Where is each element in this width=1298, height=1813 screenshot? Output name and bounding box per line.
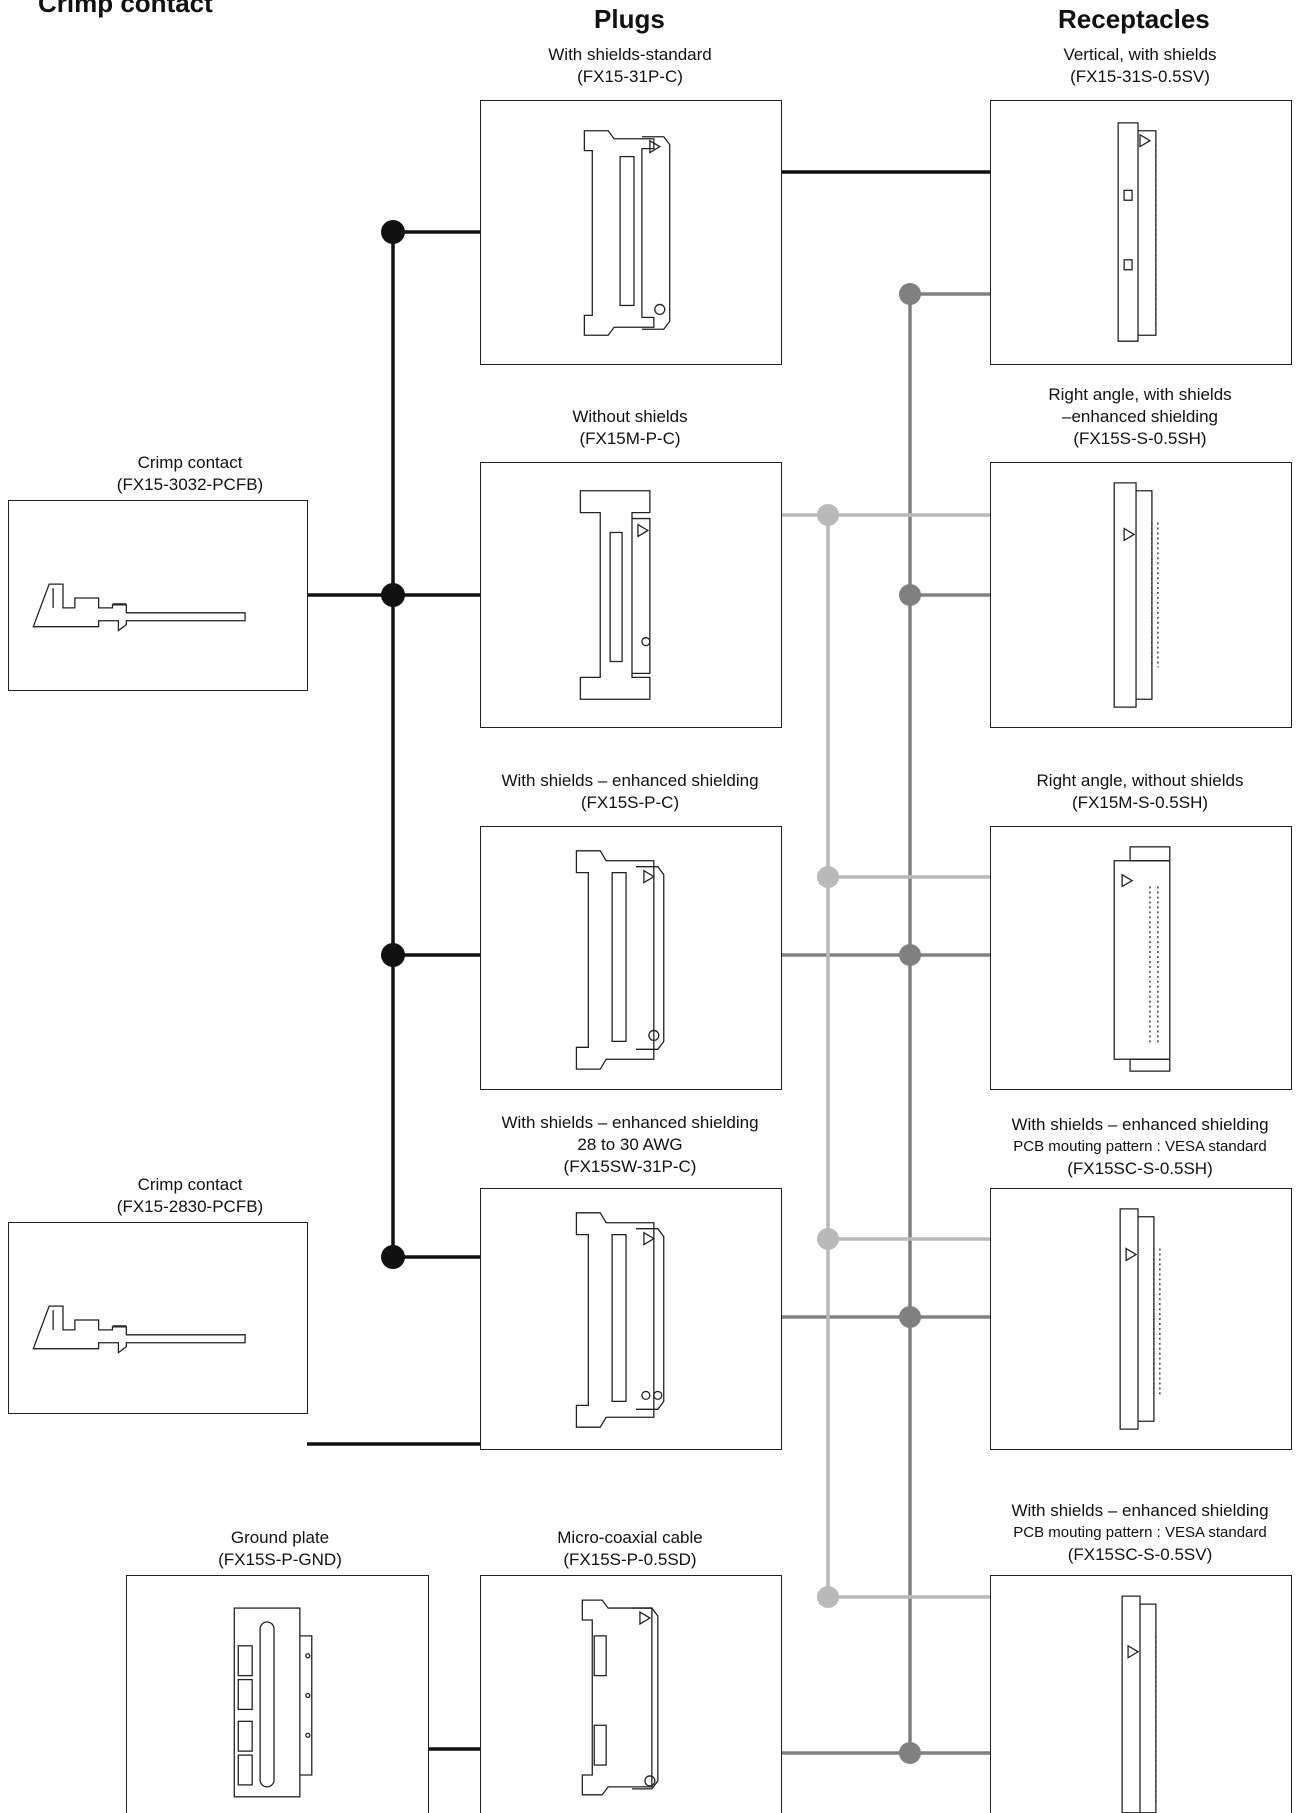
- receptacle-5-label: With shields – enhanced shielding PCB mo…: [1011, 1501, 1269, 1564]
- receptacle-4-label: With shields – enhanced shielding PCB mo…: [1011, 1115, 1269, 1178]
- plug-2-label: Without shields (FX15M-P-C): [572, 407, 688, 448]
- plug-4-label: With shields – enhanced shielding 28 to …: [501, 1113, 759, 1176]
- plug-3-label: With shields – enhanced shielding (FX15S…: [501, 771, 759, 812]
- crimp-contact-2-box: [8, 1222, 308, 1414]
- receptacle-4-box: [990, 1188, 1292, 1450]
- lgray-junction-4: [817, 1586, 839, 1608]
- black-junction-1: [381, 220, 405, 244]
- receptacle-3-label: Right angle, without shields (FX15M-S-0.…: [1036, 771, 1244, 812]
- heading-receptacles: Receptacles: [1058, 4, 1210, 34]
- dgray-junction-4: [899, 1306, 921, 1328]
- crimp-contact-1-label: Crimp contact (FX15-3032-PCFB): [116, 453, 264, 494]
- receptacle-2-label: Right angle, with shields –enhanced shie…: [1048, 385, 1232, 448]
- light-gray-bus: [782, 513, 990, 1599]
- receptacle-1-label: Vertical, with shields (FX15-31S-0.5SV): [1063, 45, 1217, 86]
- receptacle-drawing: [1117, 122, 1157, 342]
- receptacle-5-box: [990, 1575, 1292, 1813]
- receptacle-drawing: [1113, 482, 1159, 708]
- ground-plate-drawing: [233, 1607, 313, 1798]
- receptacle-2-box: [990, 462, 1292, 728]
- dgray-junction-3: [899, 944, 921, 966]
- heading-crimp-contact: Crimp contact: [38, 0, 213, 18]
- crimp-contact-drawing: [32, 583, 246, 632]
- lgray-junction-1: [817, 504, 839, 526]
- plug-drawing: [575, 850, 665, 1070]
- plug-4-box: [480, 1188, 782, 1450]
- black-junction-3: [381, 943, 405, 967]
- lgray-junction-3: [817, 1228, 839, 1250]
- plug-2-box: [480, 462, 782, 728]
- crimp-contact-1-box: [8, 500, 308, 691]
- plug-drawing: [583, 130, 671, 336]
- crimp-contact-drawing: [32, 1305, 246, 1354]
- plug-drawing: [579, 490, 651, 700]
- receptacle-drawing: [1119, 1208, 1161, 1430]
- plug-3-box: [480, 826, 782, 1090]
- ground-plate-label: Ground plate (FX15S-P-GND): [218, 1528, 342, 1569]
- plug-5-box: [480, 1575, 782, 1813]
- ground-plate-box: [126, 1575, 429, 1813]
- receptacle-1-box: [990, 100, 1292, 365]
- receptacle-drawing: [1113, 846, 1171, 1072]
- plug-drawing: [575, 1212, 665, 1428]
- lgray-junction-2: [817, 866, 839, 888]
- receptacle-3-box: [990, 826, 1292, 1090]
- plug-drawing: [581, 1599, 659, 1796]
- crimp-contact-2-label: Crimp contact (FX15-2830-PCFB): [116, 1175, 264, 1216]
- black-junction-4: [381, 1245, 405, 1269]
- plug-1-label: With shields-standard (FX15-31P-C): [548, 45, 712, 86]
- heading-plugs: Plugs: [594, 4, 665, 34]
- dgray-junction-5: [899, 1742, 921, 1764]
- plug-5-label: Micro-coaxial cable (FX15S-P-0.5SD): [557, 1528, 703, 1569]
- dgray-junction-1: [899, 283, 921, 305]
- dark-gray-bus: [782, 292, 990, 1755]
- dgray-junction-2: [899, 584, 921, 606]
- receptacle-drawing: [1121, 1595, 1157, 1813]
- black-junction-2: [381, 583, 405, 607]
- plug-1-box: [480, 100, 782, 365]
